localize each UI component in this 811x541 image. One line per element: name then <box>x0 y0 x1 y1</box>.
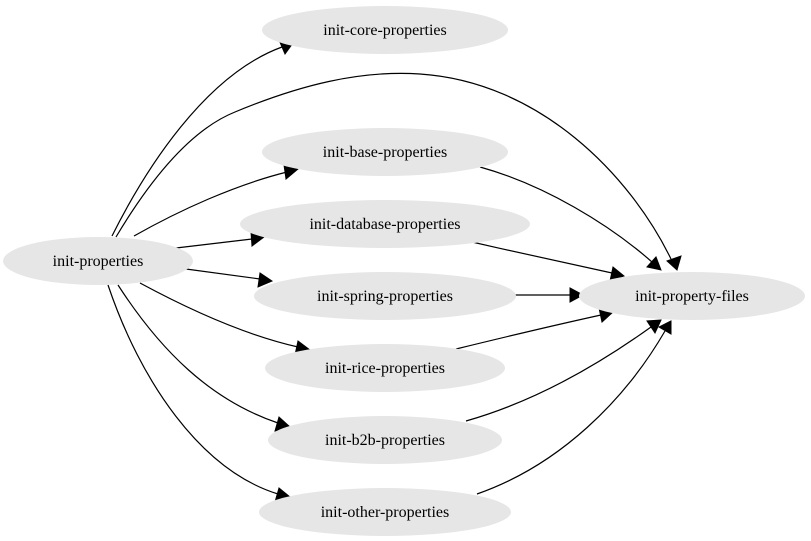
edge-b2b-to-property-files <box>465 319 662 422</box>
node-init-base-properties[interactable]: init-base-properties <box>262 128 508 176</box>
node-init-other-properties[interactable]: init-other-properties <box>259 488 511 536</box>
edge-properties-to-b2b <box>117 284 292 432</box>
edge-properties-to-database <box>175 231 266 249</box>
node-init-database-properties[interactable]: init-database-properties <box>240 200 530 248</box>
node-label: init-spring-properties <box>317 288 453 305</box>
node-init-rice-properties[interactable]: init-rice-properties <box>265 344 505 392</box>
edge-database-to-property-files <box>471 241 626 282</box>
node-init-property-files[interactable]: init-property-files <box>579 272 805 320</box>
nodes: init-properties init-core-properties ini… <box>3 6 805 536</box>
node-init-properties[interactable]: init-properties <box>3 237 193 285</box>
node-label: init-property-files <box>635 288 749 305</box>
node-init-b2b-properties[interactable]: init-b2b-properties <box>268 416 502 464</box>
node-label: init-b2b-properties <box>325 432 445 449</box>
node-label: init-core-properties <box>323 22 447 39</box>
edge-properties-to-other <box>107 284 292 503</box>
node-label: init-rice-properties <box>325 360 445 377</box>
node-label: init-other-properties <box>321 504 450 521</box>
edge-other-to-property-files <box>476 320 672 495</box>
edge-properties-to-spring <box>185 268 274 288</box>
node-init-core-properties[interactable]: init-core-properties <box>262 6 508 54</box>
node-label: init-base-properties <box>323 144 447 161</box>
edge-properties-to-core <box>111 39 294 237</box>
node-label: init-database-properties <box>309 216 460 233</box>
edges <box>107 39 682 503</box>
node-label: init-properties <box>53 253 144 270</box>
edge-rice-to-property-files <box>455 307 615 350</box>
edge-properties-to-property-files <box>115 72 682 271</box>
edge-base-to-property-files <box>479 166 662 271</box>
edge-spring-to-property-files <box>514 287 585 303</box>
node-init-spring-properties[interactable]: init-spring-properties <box>254 272 516 320</box>
